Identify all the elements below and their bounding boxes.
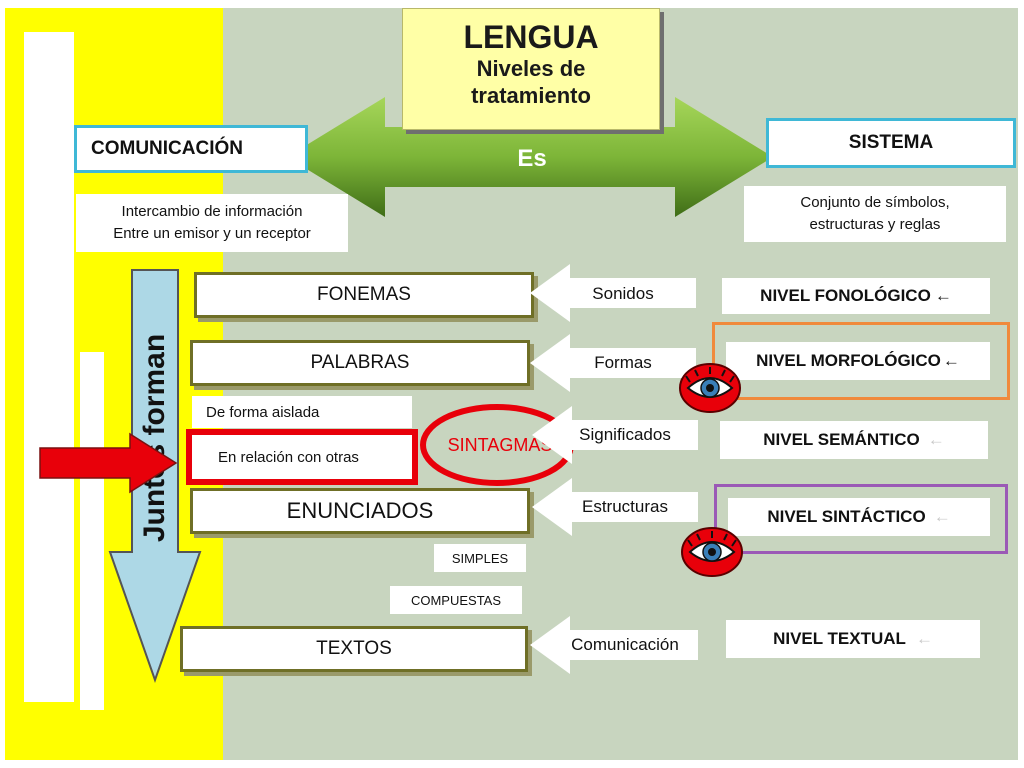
nivel-semantico-label: NIVEL SEMÁNTICO <box>763 430 920 449</box>
fonemas-box: FONEMAS <box>194 272 534 318</box>
estructuras-label: Estructuras <box>582 497 668 516</box>
comunicacion-note-line1: Intercambio de información <box>121 203 303 220</box>
textos-label: TEXTOS <box>316 638 392 659</box>
nivel-sintactico-label: NIVEL SINTÁCTICO <box>767 507 926 526</box>
textos-box: TEXTOS <box>180 626 528 672</box>
enunciados-label: ENUNCIADOS <box>286 498 434 523</box>
title-main: LENGUA <box>463 19 599 55</box>
eye-icon <box>681 527 743 577</box>
compuestas-box: COMPUESTAS <box>390 586 522 614</box>
comunicacion-label: Comunicación <box>571 635 679 654</box>
sintactico-frame <box>714 484 1008 554</box>
comunicacion-box: COMUNICACIÓN <box>74 125 308 173</box>
comunicacion-label: COMUNICACIÓN <box>91 138 243 159</box>
sistema-label: SISTEMA <box>848 132 934 153</box>
sistema-note: Conjunto de símbolos, estructuras y regl… <box>744 186 1006 242</box>
comunicacion-note-line2: Entre un emisor y un receptor <box>113 225 311 242</box>
sistema-note-line1: Conjunto de símbolos, <box>800 194 950 211</box>
title-box: LENGUA Niveles de tratamiento <box>402 8 660 130</box>
morfologico-arrow-icon: ← <box>942 351 960 370</box>
white-strip-inner <box>80 352 104 710</box>
estructuras-arrow <box>532 478 698 536</box>
title-sub-1: Niveles de <box>476 56 586 81</box>
nivel-fonologico-label: NIVEL FONOLÓGICO <box>760 286 931 305</box>
nivel-morfologico-box: NIVEL MORFOLÓGICO ← <box>726 342 990 380</box>
fonemas-label: FONEMAS <box>317 284 411 305</box>
nivel-semantico-box: NIVEL SEMÁNTICO ← <box>720 421 988 459</box>
simples-label: SIMPLES <box>451 550 509 566</box>
formas-arrow <box>530 334 696 392</box>
relacion-box: En relación con otras <box>186 429 418 485</box>
palabras-box: PALABRAS <box>190 340 530 386</box>
palabras-label: PALABRAS <box>310 352 410 373</box>
enunciados-box: ENUNCIADOS <box>190 488 530 534</box>
white-strip-left <box>24 32 74 702</box>
fonologico-arrow-icon: ← <box>934 286 952 305</box>
significados-arrow <box>532 406 698 464</box>
title-sub-2: tratamiento <box>471 83 591 108</box>
aislada-label: De forma aislada <box>206 403 320 421</box>
comunicacion-arrow <box>530 616 698 674</box>
eye-icon <box>679 363 741 413</box>
textual-arrow-icon: ← <box>915 629 933 648</box>
simples-box: SIMPLES <box>434 544 526 572</box>
sistema-note-line2: estructuras y reglas <box>809 216 941 233</box>
compuestas-label: COMPUESTAS <box>410 592 502 608</box>
nivel-textual-label: NIVEL TEXTUAL <box>773 629 906 648</box>
aislada-box: De forma aislada <box>192 396 412 428</box>
nivel-sintactico-box: NIVEL SINTÁCTICO ← <box>728 498 990 536</box>
significados-label: Significados <box>579 425 671 444</box>
relacion-label: En relación con otras <box>218 448 359 466</box>
sintagmas-label: SINTAGMAS <box>447 434 553 455</box>
semantico-arrow-icon: ← <box>927 430 945 449</box>
sonidos-arrow <box>530 264 696 322</box>
connector-label: Es <box>517 145 547 172</box>
comunicacion-note: Intercambio de información Entre un emis… <box>76 194 348 252</box>
nivel-fonologico-box: NIVEL FONOLÓGICO ← <box>722 278 990 314</box>
sistema-box: SISTEMA <box>766 118 1016 168</box>
red-arrow-icon <box>39 432 178 494</box>
nivel-textual-box: NIVEL TEXTUAL ← <box>726 620 980 658</box>
sonidos-label: Sonidos <box>592 284 654 303</box>
sintactico-arrow-icon: ← <box>933 507 951 526</box>
morfologico-frame <box>712 322 1010 400</box>
nivel-morfologico-label: NIVEL MORFOLÓGICO <box>756 351 941 370</box>
formas-label: Formas <box>594 353 652 372</box>
